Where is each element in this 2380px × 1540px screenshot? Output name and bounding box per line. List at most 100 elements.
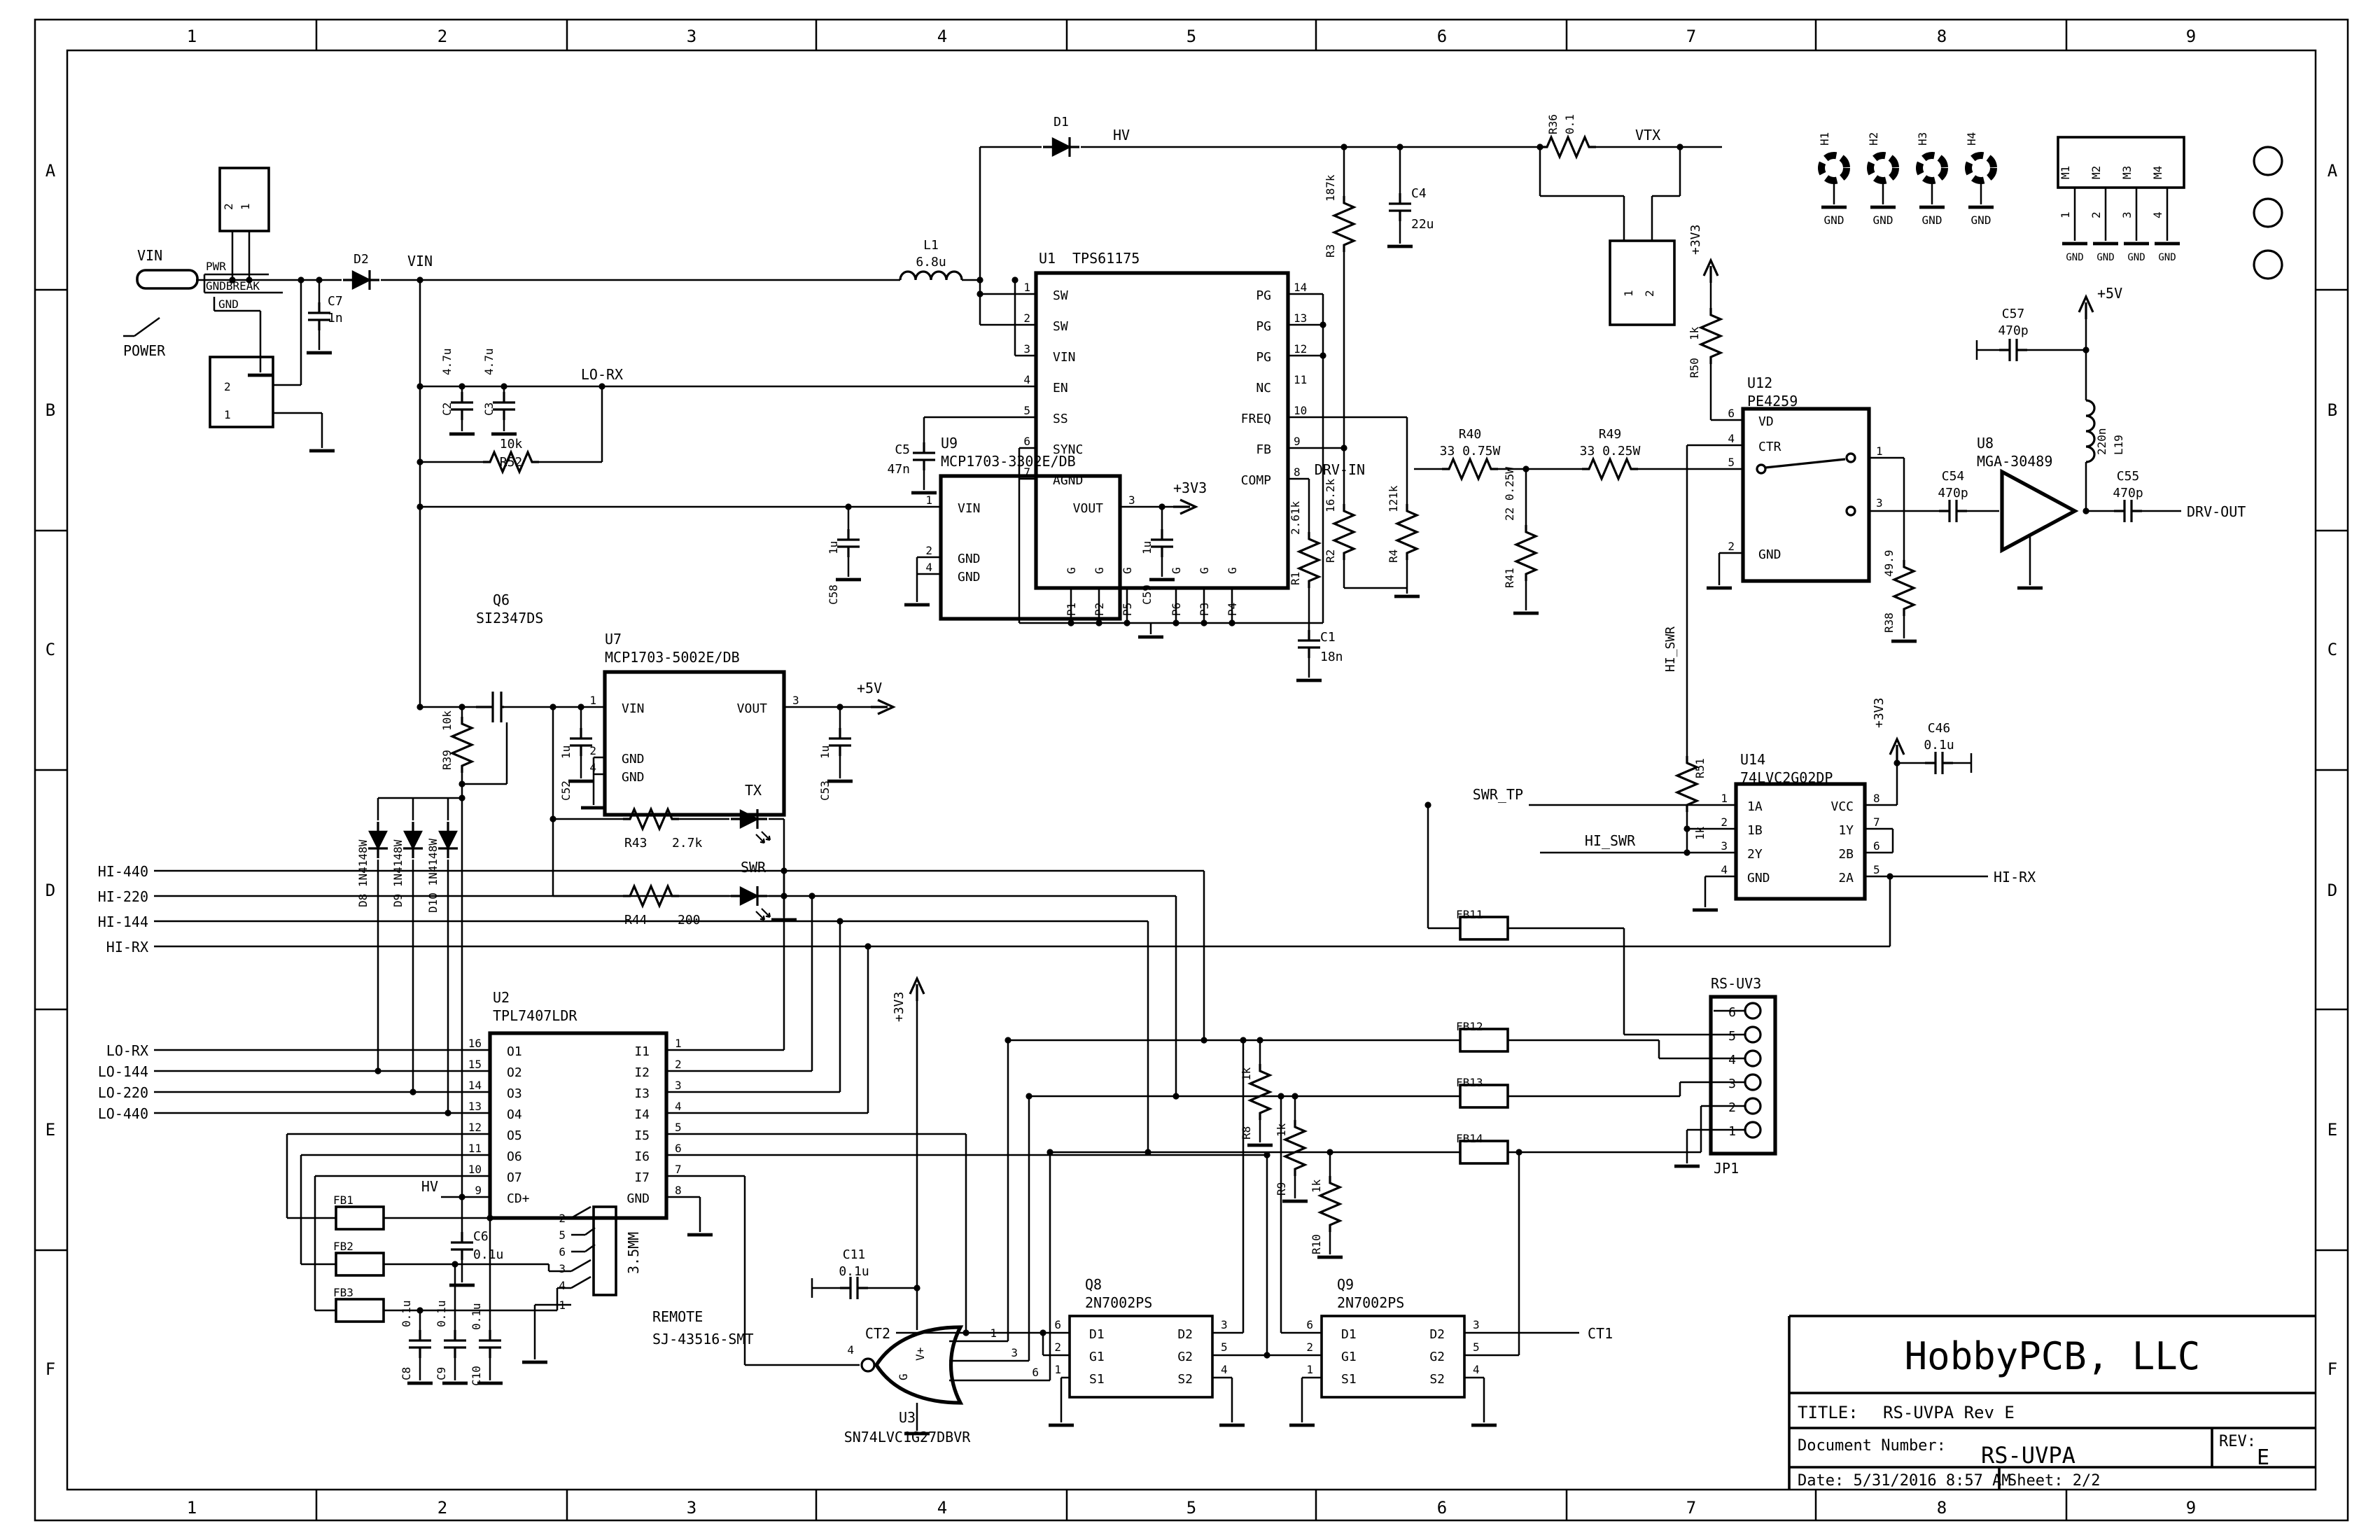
net-lo-rx: LO-RX bbox=[106, 1042, 148, 1059]
val-r2: 16.2k bbox=[1324, 478, 1337, 512]
ref-u2: U2 bbox=[493, 989, 510, 1006]
border-col: 5 bbox=[1186, 1498, 1196, 1518]
pin-name: GND bbox=[1747, 871, 1770, 886]
pin-num: 9 bbox=[1294, 435, 1301, 448]
ic-outlines bbox=[136, 136, 2185, 1399]
amp-u8 bbox=[2000, 468, 2079, 554]
pin-num: 9 bbox=[475, 1184, 482, 1197]
pin-num: 5 bbox=[1221, 1340, 1228, 1354]
capacitor-c55 bbox=[2113, 498, 2143, 524]
pin-num: 10 bbox=[468, 1163, 482, 1176]
net-3v3: +3V3 bbox=[1688, 225, 1703, 255]
pin-name: VOUT bbox=[1073, 501, 1104, 516]
label-power: POWER bbox=[123, 342, 166, 359]
pin-num: 4 bbox=[1221, 1363, 1228, 1376]
val-r52: 10k bbox=[500, 437, 523, 451]
net-gnd: GND bbox=[2158, 252, 2176, 263]
nor-gate-u3 bbox=[860, 1325, 964, 1405]
net-hi-440: HI-440 bbox=[98, 863, 148, 880]
border-col: 9 bbox=[2186, 27, 2196, 46]
pin-name: O5 bbox=[507, 1128, 522, 1143]
pin-name: M1 bbox=[2059, 166, 2072, 179]
pin-name: FB bbox=[1256, 442, 1271, 457]
pin-name: I5 bbox=[634, 1128, 650, 1143]
led-swr bbox=[729, 885, 769, 907]
net-3v3: +3V3 bbox=[1173, 479, 1207, 496]
pin-num: 2 bbox=[925, 544, 932, 557]
ic-u7-mcp1703-5002 bbox=[603, 670, 786, 817]
ic-u1-tps61175 bbox=[1034, 271, 1290, 590]
net-hi-144: HI-144 bbox=[98, 913, 148, 930]
border-row: A bbox=[46, 161, 56, 181]
net-5v: +5V bbox=[2097, 285, 2122, 302]
val-r3: 187k bbox=[1324, 174, 1337, 202]
ref-u9: U9 bbox=[941, 435, 958, 451]
pin-num: 8 bbox=[675, 1184, 682, 1197]
pin-num: 4 bbox=[1473, 1363, 1480, 1376]
net-3v3: +3V3 bbox=[1872, 698, 1886, 728]
pin-name: VIN bbox=[1053, 350, 1076, 365]
conn-pin: 1 bbox=[1622, 290, 1635, 297]
ref-c58: C58 bbox=[827, 584, 840, 605]
pin-name: VIN bbox=[622, 701, 645, 716]
led-tx bbox=[729, 808, 769, 830]
led-tx: TX bbox=[745, 782, 762, 799]
pin-num: 7 bbox=[1023, 465, 1030, 479]
diode-d10 bbox=[437, 820, 459, 860]
capacitor-c4 bbox=[1387, 192, 1413, 223]
date-label: Date: 5/31/2016 8:57 AM bbox=[1798, 1472, 2011, 1490]
ref-d1: D1 bbox=[1054, 115, 1069, 130]
power-arrow-5v bbox=[2078, 295, 2094, 321]
pad-g: G bbox=[1198, 567, 1211, 574]
net-hi-rx: HI-RX bbox=[1994, 869, 2036, 886]
val-c4: 22u bbox=[1411, 217, 1434, 232]
capacitor-c8 bbox=[407, 1329, 433, 1359]
ref-r9: R9 bbox=[1275, 1182, 1288, 1196]
power-arrow-3v3 bbox=[1172, 498, 1197, 515]
junction-dots bbox=[229, 144, 2090, 1359]
pin-num: 3 bbox=[559, 1262, 566, 1275]
pin-num: 2 bbox=[1721, 816, 1728, 829]
ref-fb11: FB11 bbox=[1456, 908, 1483, 921]
pin-num: 10 bbox=[1294, 404, 1307, 417]
ref-c5: C5 bbox=[895, 442, 910, 457]
pin-num: 3 bbox=[2120, 211, 2134, 218]
rf-switch-u12 bbox=[1756, 452, 1856, 517]
ref-r50: R50 bbox=[1688, 358, 1701, 378]
pin-num: 3 bbox=[1721, 839, 1728, 853]
pin-name: O2 bbox=[507, 1065, 522, 1080]
net-gnd: GND bbox=[2066, 252, 2083, 263]
ferrite-fb2 bbox=[335, 1252, 385, 1277]
ref-l19: L19 bbox=[2112, 435, 2125, 455]
wire-logic bbox=[1427, 748, 1988, 1036]
ref-jp1: JP1 bbox=[1714, 1160, 1739, 1177]
pin-name: S1 bbox=[1089, 1372, 1105, 1387]
net-vin: VIN bbox=[137, 247, 162, 264]
val-r49: 33 0.25W bbox=[1580, 444, 1641, 458]
pin-name: M4 bbox=[2151, 166, 2164, 179]
ref-c46: C46 bbox=[1928, 721, 1951, 736]
border-col: 2 bbox=[438, 27, 447, 46]
ref-r38: R38 bbox=[1882, 612, 1896, 633]
pin-name: SW bbox=[1053, 319, 1068, 334]
pin-name: GND bbox=[958, 570, 981, 584]
pin-num: 14 bbox=[1294, 281, 1307, 294]
val-c7: 1n bbox=[328, 311, 343, 326]
pad-name: P3 bbox=[1198, 603, 1211, 616]
pin-num: 4 bbox=[559, 1279, 566, 1292]
pin-name: SS bbox=[1053, 412, 1068, 426]
pad-name: P2 bbox=[1093, 603, 1106, 616]
border-row: C bbox=[46, 640, 55, 659]
net-ct2: CT2 bbox=[865, 1325, 890, 1342]
resistor-r9 bbox=[1284, 1119, 1306, 1177]
pin-num: 12 bbox=[1294, 342, 1307, 356]
net-ct1: CT1 bbox=[1588, 1325, 1613, 1342]
pin-num: 3 bbox=[792, 694, 799, 707]
resistor-r43 bbox=[622, 808, 680, 830]
wires bbox=[123, 146, 2181, 1431]
label-rsuv3: RS-UV3 bbox=[1711, 975, 1761, 992]
ref-h4: H4 bbox=[1965, 132, 1978, 146]
ref-d8: D8 1N4148W bbox=[356, 839, 370, 907]
capacitor-c9 bbox=[442, 1329, 468, 1359]
pin-num: 4 bbox=[1728, 432, 1735, 445]
